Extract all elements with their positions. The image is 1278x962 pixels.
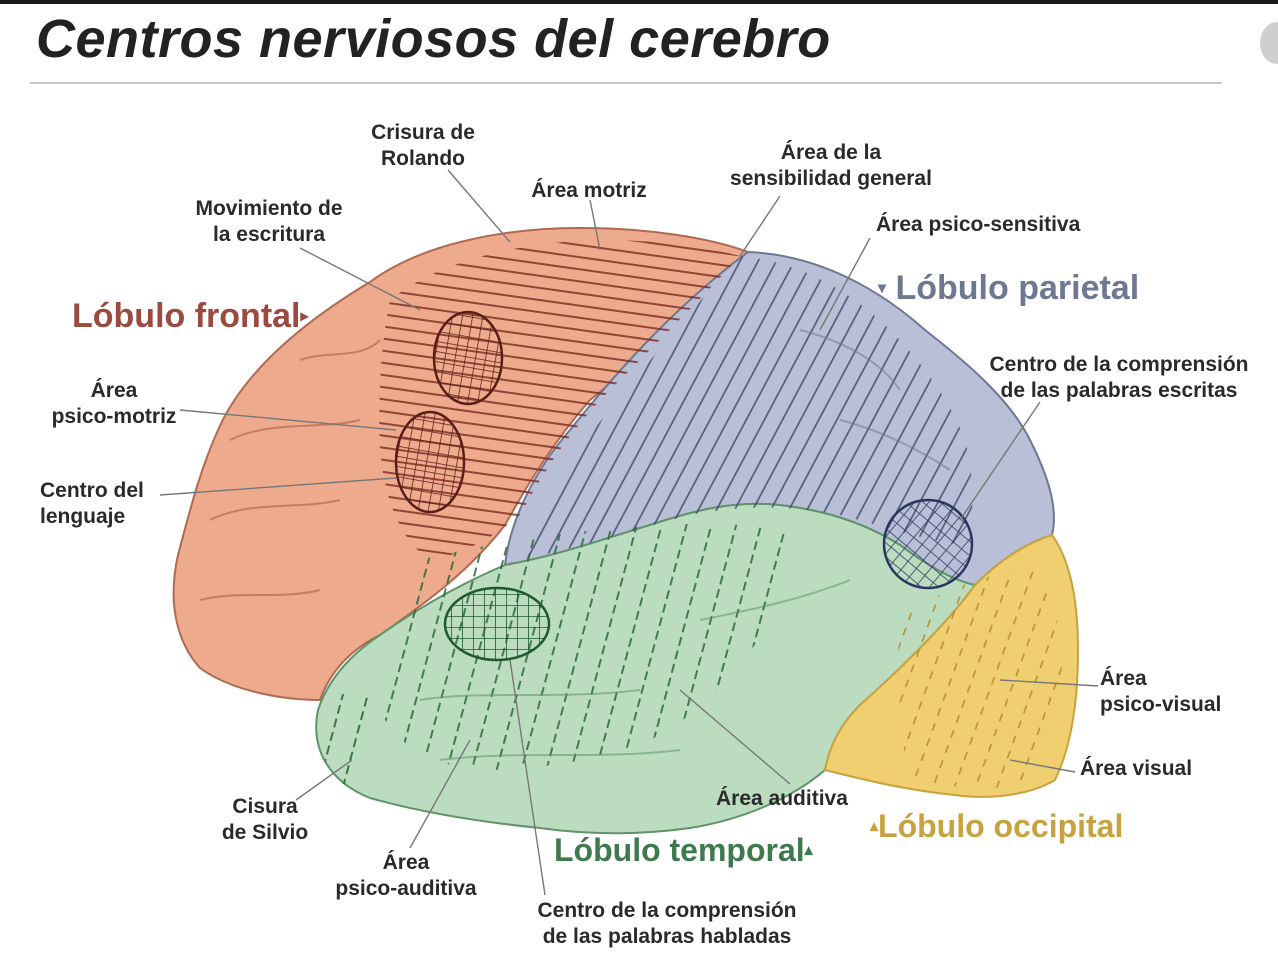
sensory-area-hatch xyxy=(520,256,973,560)
lobe-label-frontal: Lóbulo frontal▸ xyxy=(72,296,309,343)
diagram-title: Centros nerviosos del cerebro xyxy=(36,9,831,69)
label-area-visual: Área visual xyxy=(1080,757,1193,780)
label-cisura-rolando: Crisura de Rolando xyxy=(371,121,475,170)
lobe-temporal-text: Lóbulo temporal xyxy=(554,832,805,868)
silvio-hatch xyxy=(318,693,380,790)
lobe-label-parietal: ▾ Lóbulo parietal xyxy=(878,268,1139,315)
label-psico-sensitiva: Área psico-sensitiva xyxy=(876,213,1081,236)
top-border xyxy=(0,0,1278,4)
written-words-grid xyxy=(882,498,974,590)
spoken-words-grid xyxy=(443,586,551,662)
label-area-auditiva: Área auditiva xyxy=(716,787,848,810)
label-area-motriz: Área motriz xyxy=(531,179,647,202)
visual-area-hatch xyxy=(898,570,1062,788)
language-centre-grid xyxy=(394,410,466,514)
triangle-up-icon: ▴ xyxy=(804,842,813,859)
corner-handle xyxy=(1260,22,1278,64)
triangle-right-icon: ▸ xyxy=(300,308,309,325)
label-cisura-silvio: Cisura de Silvio xyxy=(221,795,309,844)
label-movimiento-escritura: Movimiento de la escritura xyxy=(195,197,343,246)
lobe-label-temporal: Lóbulo temporal▴ xyxy=(554,830,813,877)
label-psico-motriz: Área psico-motriz xyxy=(51,379,177,428)
label-centro-lenguaje: Centro del lenguaje xyxy=(40,479,144,528)
lobe-label-occipital: ▴Lóbulo occipital xyxy=(870,806,1123,853)
triangle-down-icon: ▾ xyxy=(878,280,887,297)
title-rule xyxy=(30,82,1222,84)
label-comprension-habladas: Centro de la comprensión de las palabras… xyxy=(537,899,797,948)
label-sensibilidad-general: Área de la sensibilidad general xyxy=(730,141,932,190)
brain-gyri xyxy=(199,329,951,761)
leader-lines xyxy=(159,169,1099,896)
label-comprension-escritas: Centro de la comprensión de las palabras… xyxy=(989,353,1249,402)
label-psico-auditiva: Área psico-auditiva xyxy=(335,851,477,900)
triangle-up-icon: ▴ xyxy=(870,818,879,835)
lobe-occipital-text: Lóbulo occipital xyxy=(878,808,1124,844)
auditory-area-hatch xyxy=(383,523,800,770)
label-psico-visual: Área psico-visual xyxy=(1100,667,1222,716)
lobe-frontal-text: Lóbulo frontal xyxy=(72,297,301,335)
writing-centre-grid xyxy=(432,310,504,406)
lobe-parietal-text: Lóbulo parietal xyxy=(895,269,1140,307)
